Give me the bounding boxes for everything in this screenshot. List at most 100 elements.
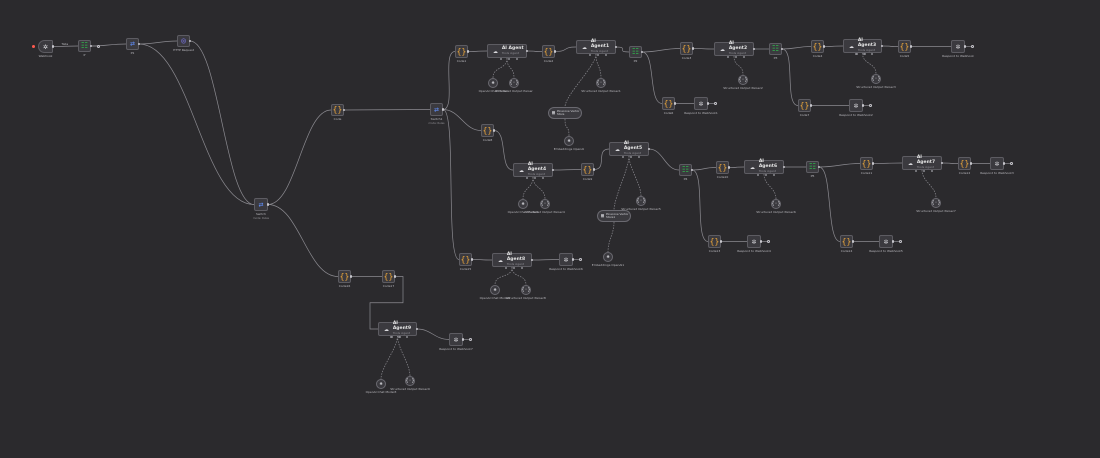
connection-wire[interactable] <box>493 130 514 171</box>
output-connector[interactable] <box>969 162 973 165</box>
agent-input-connector[interactable] <box>863 52 866 56</box>
code11-node[interactable]: {} <box>860 157 873 170</box>
connection-wire[interactable] <box>648 148 680 171</box>
connection-wire[interactable] <box>881 45 899 47</box>
output-connector[interactable] <box>691 47 695 50</box>
output-connector[interactable] <box>592 168 596 171</box>
output-connector[interactable] <box>673 102 677 105</box>
output-connector[interactable] <box>940 161 944 165</box>
output-connector[interactable] <box>782 165 786 169</box>
output-connector[interactable] <box>647 147 651 151</box>
output-connector[interactable] <box>1002 162 1006 165</box>
output-connector[interactable] <box>551 168 555 172</box>
add-node-handle[interactable] <box>869 104 872 107</box>
connection-wire[interactable] <box>267 109 332 205</box>
agent-input-connector[interactable] <box>533 176 537 180</box>
sub-connection-wire[interactable] <box>492 57 508 79</box>
connection-wire[interactable] <box>781 46 812 50</box>
connection-wire[interactable] <box>641 51 663 104</box>
agent-input-connector[interactable] <box>406 335 409 339</box>
respond-to-webhook3-node[interactable]: ✲ <box>990 157 1004 170</box>
add-node-handle[interactable] <box>97 44 100 48</box>
agent-input-connector[interactable] <box>726 55 730 59</box>
connection-wire[interactable] <box>615 46 630 53</box>
output-connector[interactable] <box>880 44 884 48</box>
sub-connection-wire[interactable] <box>532 176 546 200</box>
respond-to-webhook2-node[interactable]: ✲ <box>849 99 863 112</box>
add-node-handle[interactable] <box>579 258 582 261</box>
sub-connection-wire[interactable] <box>607 221 615 253</box>
output-connector[interactable] <box>809 104 813 107</box>
connection-wire[interactable] <box>554 46 577 52</box>
sub-connection-wire[interactable] <box>380 335 398 380</box>
output-connector[interactable] <box>851 240 855 243</box>
agent-input-connector[interactable] <box>637 155 641 159</box>
output-connector[interactable] <box>393 275 397 278</box>
output-connector[interactable] <box>706 102 710 105</box>
embeddings-openai1-node[interactable]: ✺ <box>603 252 613 262</box>
openai-chat-model3-node[interactable]: ✺ <box>376 379 386 389</box>
connection-wire[interactable] <box>442 51 456 110</box>
output-connector[interactable] <box>891 240 895 243</box>
output-connector[interactable] <box>640 50 644 54</box>
output-connector[interactable] <box>571 258 575 261</box>
agent-input-connector[interactable] <box>525 176 529 180</box>
webhook-trigger-node[interactable]: ✲ <box>38 40 53 53</box>
agent-input-connector[interactable] <box>772 173 776 177</box>
output-connector[interactable] <box>137 42 141 46</box>
code12-node[interactable]: {} <box>958 157 971 170</box>
connection-wire[interactable] <box>818 166 841 242</box>
output-connector[interactable] <box>759 240 763 243</box>
structured-output-parser8-node[interactable]: {·} <box>521 285 531 295</box>
output-connector[interactable] <box>349 275 353 278</box>
sub-connection-wire[interactable] <box>613 155 630 211</box>
agent-input-connector[interactable] <box>541 176 545 180</box>
structured-output-parser7-node[interactable]: {·} <box>931 198 941 208</box>
connection-wire[interactable] <box>471 259 493 261</box>
output-connector[interactable] <box>909 45 913 48</box>
switch-node[interactable]: ⇄ <box>254 198 268 211</box>
output-connector[interactable] <box>188 39 192 43</box>
agent-input-connector[interactable] <box>515 57 519 61</box>
sub-connection-wire[interactable] <box>511 266 527 286</box>
add-node-handle[interactable] <box>899 240 902 243</box>
output-connector[interactable] <box>461 338 465 341</box>
connection-wire[interactable] <box>526 50 543 52</box>
output-connector[interactable] <box>963 45 967 48</box>
agent-input-connector[interactable] <box>604 53 608 57</box>
connection-wire[interactable] <box>369 276 404 330</box>
add-node-handle[interactable] <box>767 240 770 243</box>
connection-wire[interactable] <box>781 48 799 106</box>
agent-input-connector[interactable] <box>520 266 524 270</box>
add-node-handle[interactable] <box>714 102 717 105</box>
output-connector[interactable] <box>861 104 865 107</box>
connection-wire[interactable] <box>593 148 610 170</box>
output-connector[interactable] <box>415 327 419 331</box>
connection-wire[interactable] <box>467 50 488 52</box>
connection-wire[interactable] <box>823 45 844 47</box>
output-connector[interactable] <box>530 258 534 262</box>
output-connector[interactable] <box>871 162 875 165</box>
structured-output-parser6-node[interactable]: {·} <box>771 199 781 209</box>
connection-wire[interactable] <box>267 204 339 277</box>
agent-input-connector[interactable] <box>871 52 874 56</box>
output-connector[interactable] <box>525 49 529 53</box>
output-connector[interactable] <box>342 108 346 112</box>
connection-wire[interactable] <box>818 163 861 168</box>
output-connector[interactable] <box>727 166 731 169</box>
agent-input-connector[interactable] <box>588 53 592 57</box>
agent-input-connector[interactable] <box>390 335 393 339</box>
sub-connection-wire[interactable] <box>397 335 411 377</box>
connection-wire[interactable] <box>138 43 255 205</box>
output-connector[interactable] <box>553 50 557 53</box>
structured-output-parser2-node[interactable]: {·} <box>738 75 748 85</box>
connection-wire[interactable] <box>691 169 709 242</box>
agent-input-connector[interactable] <box>512 266 516 270</box>
connection-wire[interactable] <box>189 40 255 205</box>
sub-connection-wire[interactable] <box>564 53 597 108</box>
